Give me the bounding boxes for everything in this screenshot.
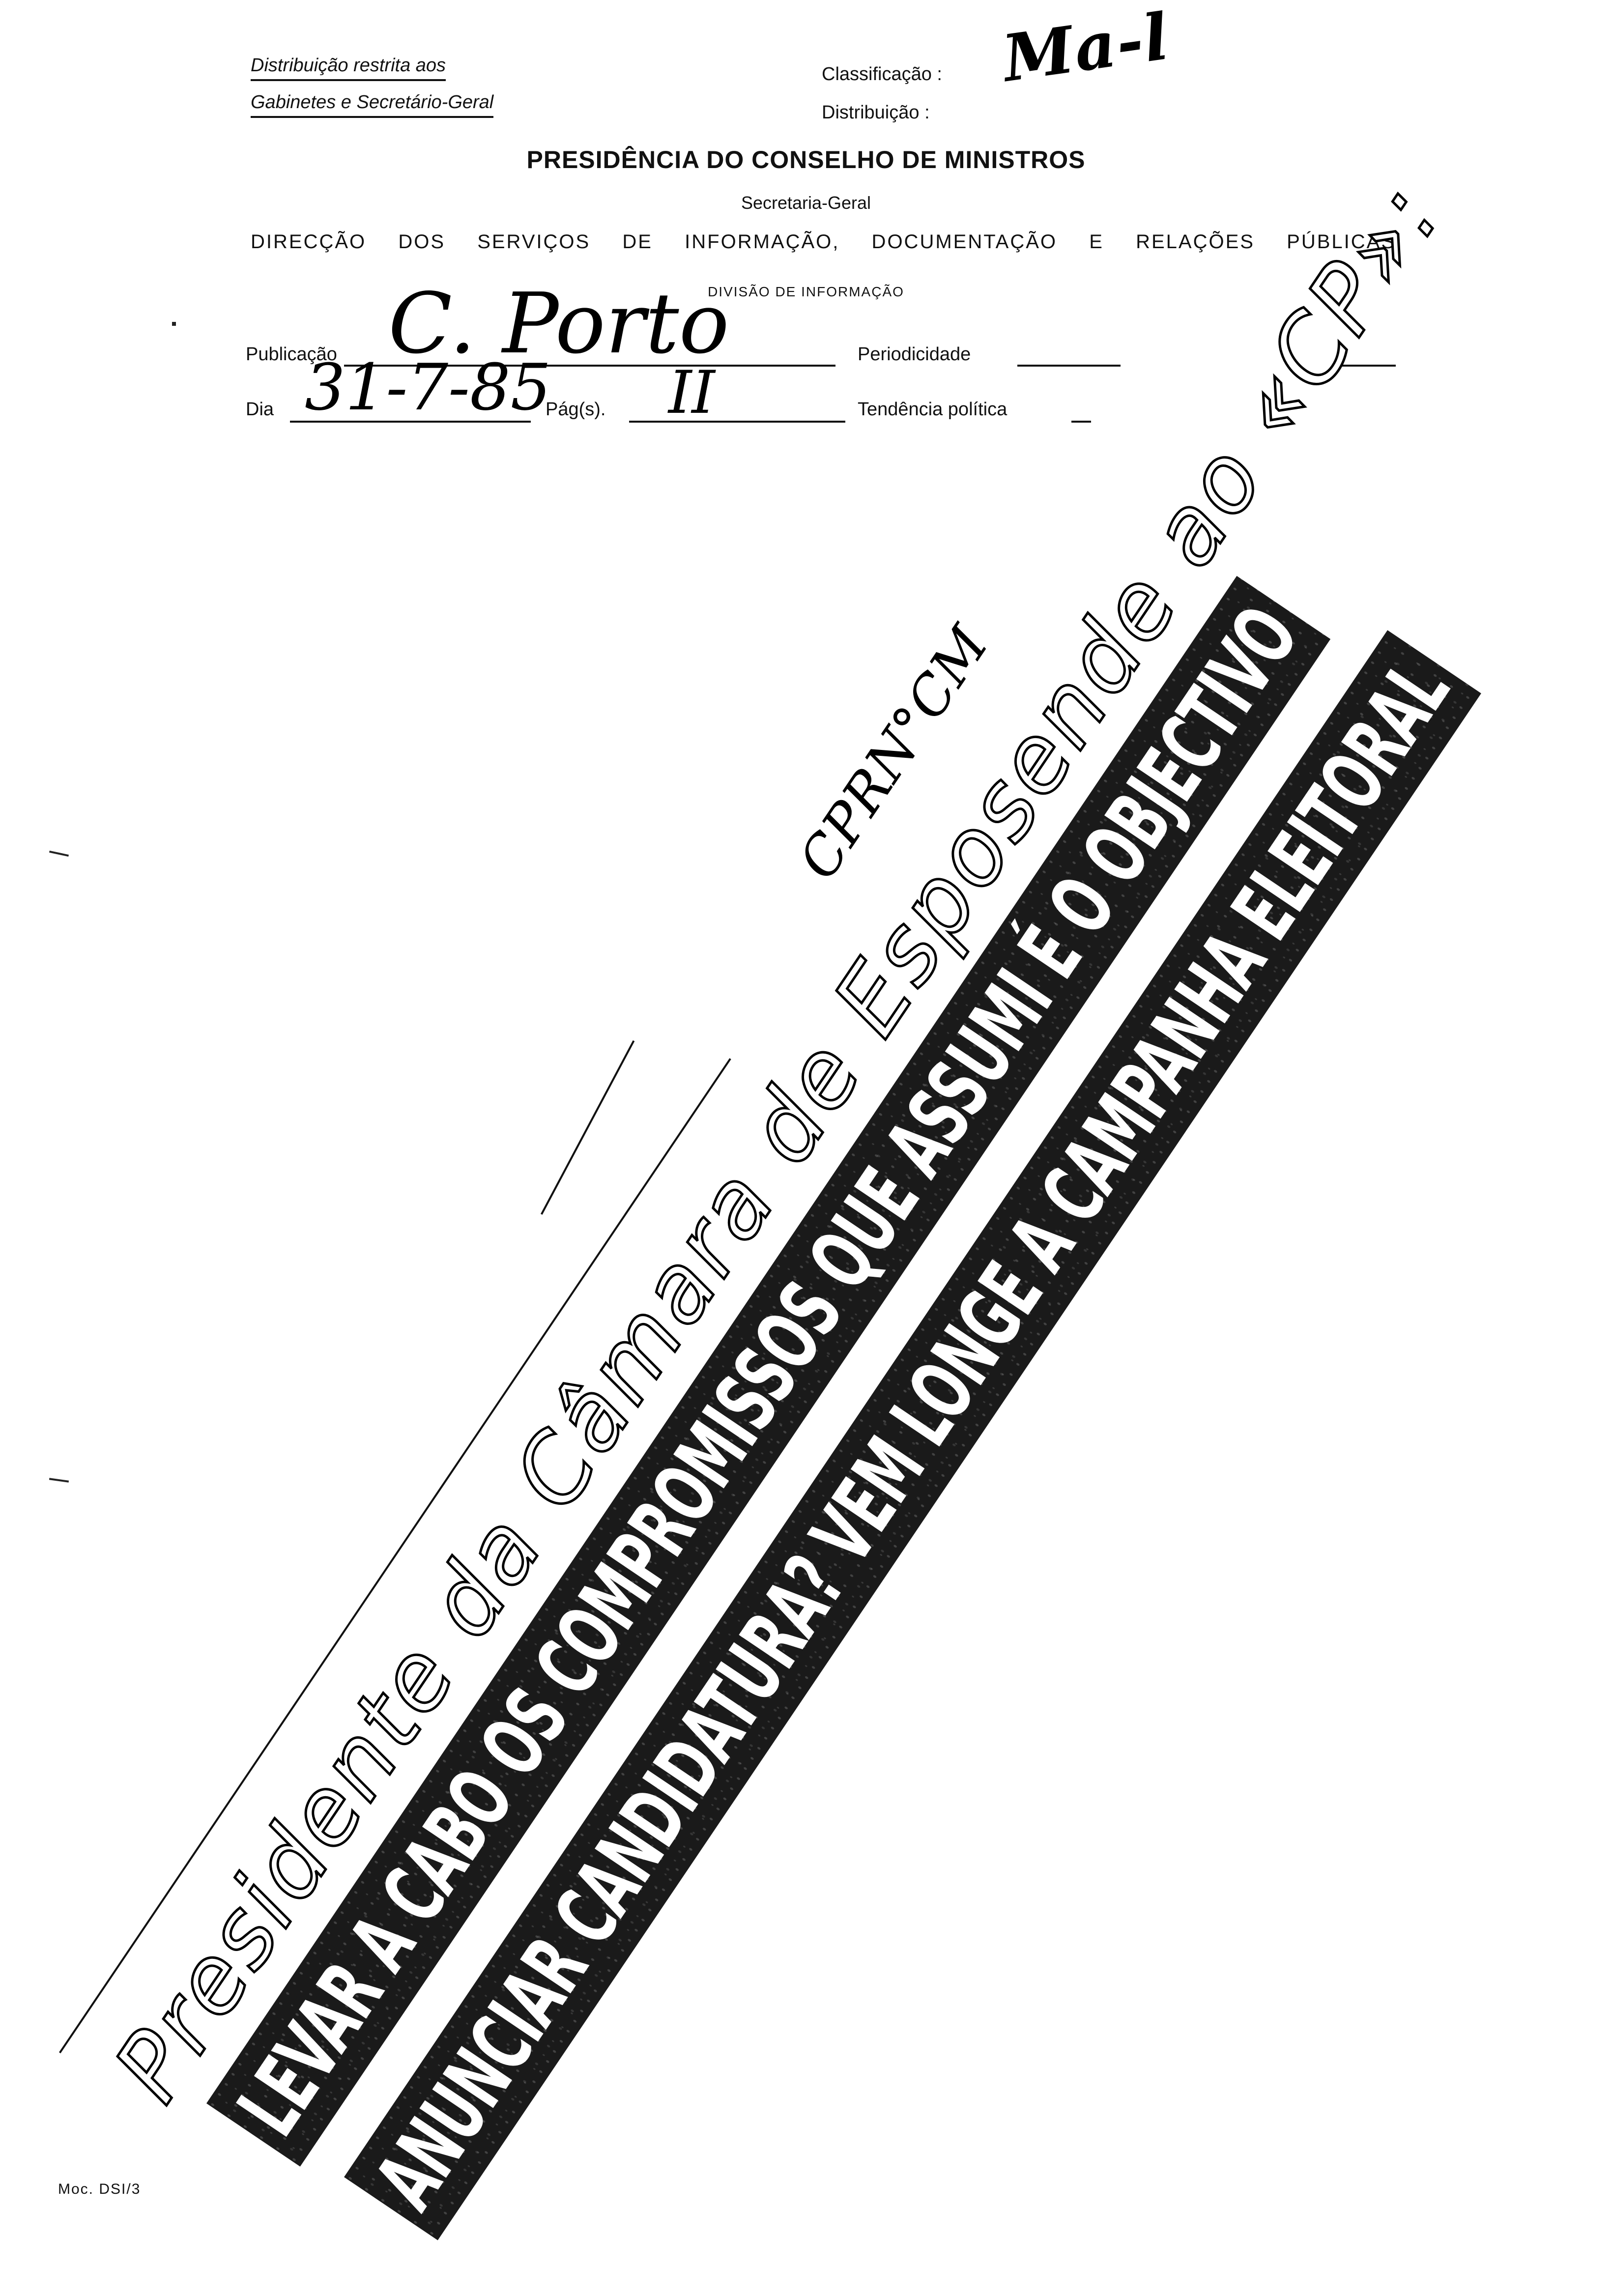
publication-underline bbox=[344, 365, 835, 367]
periodicity-label: Periodicidade bbox=[858, 344, 971, 365]
headline-banner-1: LEVAR A CABO OS COMPROMISSOS QUE ASSUMI … bbox=[206, 575, 1331, 2167]
scan-mark-3 bbox=[172, 322, 176, 326]
day-value: 31-7-85 bbox=[305, 350, 551, 425]
scan-mark-2 bbox=[49, 1478, 69, 1483]
classification-label: Classificação : bbox=[822, 64, 942, 85]
pages-label: Pág(s). bbox=[546, 399, 606, 420]
model-code: Moc. DSI/3 bbox=[58, 2181, 141, 2197]
day-label: Dia bbox=[246, 399, 274, 420]
scan-mark-1 bbox=[49, 850, 69, 857]
distribution-label: Distribuição : bbox=[822, 102, 930, 123]
pages-value: II bbox=[668, 359, 715, 427]
distribution-line-2: Gabinetes e Secretário-Geral bbox=[251, 92, 494, 118]
division-title: DIVISÃO DE INFORMAÇÃO bbox=[708, 284, 904, 299]
ministry-title: PRESIDÊNCIA DO CONSELHO DE MINISTROS bbox=[526, 146, 1086, 173]
day-underline bbox=[290, 421, 531, 423]
handwritten-initials: Ma-l bbox=[998, 0, 1174, 96]
restricted-distribution: Distribuição restrita aos Gabinetes e Se… bbox=[251, 55, 585, 118]
pages-underline bbox=[629, 421, 845, 423]
periodicity-underline-end bbox=[1332, 365, 1396, 367]
tendency-label: Tendência política bbox=[858, 399, 1008, 420]
publication-value: C. Porto bbox=[388, 275, 729, 373]
article-kicker: Presidente da Câmara de Esposende ao «CP… bbox=[92, 162, 1463, 2121]
department-title: DIRECÇÃO DOS SERVIÇOS DE INFORMAÇÃO, DOC… bbox=[251, 231, 1396, 253]
classification-block: Classificação : Distribuição : bbox=[822, 55, 942, 132]
distribution-line-1: Distribuição restrita aos bbox=[251, 55, 446, 81]
handwritten-stroke bbox=[541, 1040, 635, 1215]
periodicity-underline bbox=[1017, 365, 1121, 367]
headline-line-1: LEVAR A CABO OS COMPROMISSOS QUE ASSUMI … bbox=[220, 590, 1317, 2152]
secretariat-subtitle: Secretaria-Geral bbox=[741, 193, 871, 213]
publication-label: Publicação bbox=[246, 344, 337, 365]
tendency-underline bbox=[1071, 421, 1091, 423]
